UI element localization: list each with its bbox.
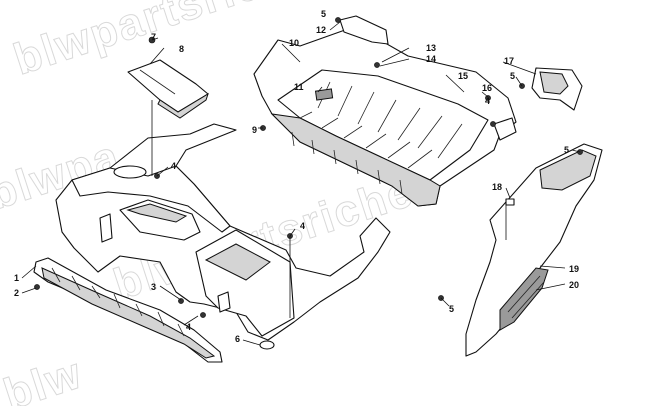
leader-lines [21, 21, 581, 346]
part-lid [127, 59, 209, 119]
callout-20: 20 [569, 280, 579, 290]
callout-5c: 5 [564, 145, 569, 155]
callout-labels: 7 8 5 12 10 11 9 13 14 15 16 4 17 5 5 18… [14, 9, 579, 344]
callout-5d: 5 [449, 304, 454, 314]
callout-11: 11 [294, 82, 304, 92]
callout-3: 3 [151, 282, 156, 292]
callout-4a: 4 [485, 96, 490, 106]
part-bracket [531, 67, 583, 111]
callout-13: 13 [426, 43, 436, 53]
callout-5b: 5 [510, 71, 515, 81]
callout-12: 12 [316, 25, 326, 35]
callout-19: 19 [569, 264, 579, 274]
callout-5a: 5 [321, 9, 326, 19]
callout-15: 15 [458, 71, 468, 81]
part-side-panel [465, 143, 603, 357]
callout-4c: 4 [300, 221, 305, 231]
callout-8: 8 [179, 44, 184, 54]
callout-7: 7 [151, 32, 156, 42]
callout-6: 6 [235, 334, 240, 344]
callout-1: 1 [14, 273, 19, 283]
callout-17: 17 [504, 56, 514, 66]
part-trim-strip [33, 257, 223, 363]
callout-4d: 4 [186, 322, 191, 332]
callout-9: 9 [252, 125, 257, 135]
callout-16: 16 [482, 83, 492, 93]
callout-4b: 4 [171, 161, 176, 171]
callout-2: 2 [14, 288, 19, 298]
part-cargo-tub [253, 15, 517, 207]
callout-18: 18 [492, 182, 502, 192]
watermark-bottom: blw [0, 348, 89, 406]
callout-10: 10 [289, 38, 299, 48]
callout-14: 14 [426, 54, 436, 64]
part-body-panel [55, 123, 391, 341]
